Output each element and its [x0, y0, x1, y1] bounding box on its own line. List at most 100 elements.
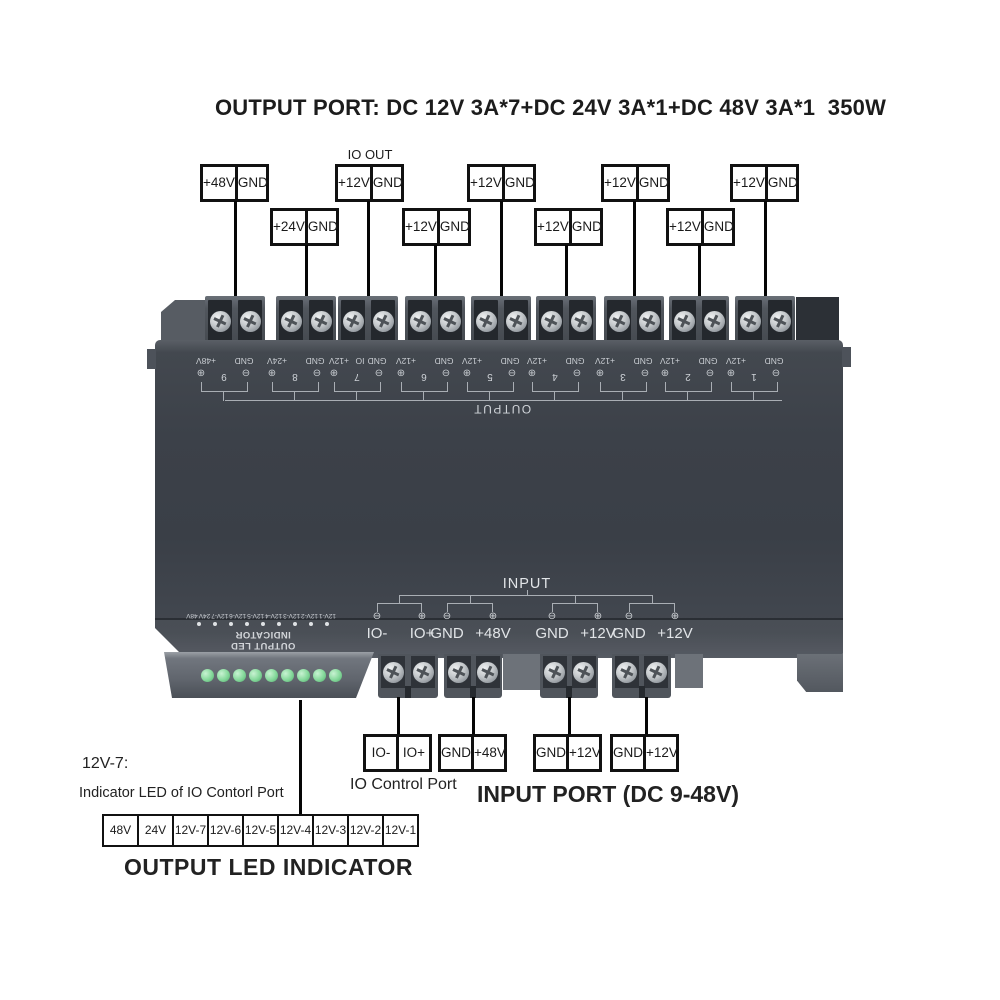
gnd-label: GND — [635, 167, 669, 199]
terminal-pos-label: +12V — [395, 356, 417, 366]
output-port-label-box: +24V GND — [270, 208, 339, 246]
input-stub — [527, 590, 528, 595]
terminal-pos-label: +12V — [725, 356, 747, 366]
screw-icon — [739, 310, 761, 332]
gnd-label: GND — [304, 211, 338, 243]
output-port-label-box: +48V GND — [200, 164, 269, 202]
bracket-line — [552, 603, 598, 612]
case-foot — [797, 654, 843, 692]
input-terminal-block — [612, 654, 671, 698]
bracket-line — [629, 603, 675, 612]
screw-icon — [382, 661, 404, 683]
bracket-line — [467, 382, 514, 392]
voltage-label: +12V — [537, 219, 569, 234]
led-dot-icon — [325, 622, 329, 626]
silkscreen-input-pair-48v: ⊖ ⊕ GND +48V — [430, 598, 511, 648]
plus-circle-icon: ⊕ — [527, 368, 537, 379]
green-led-icon — [265, 669, 278, 682]
plus-circle-icon: ⊕ — [267, 368, 277, 379]
voltage-label: +48V — [203, 175, 235, 190]
screw-icon — [239, 310, 261, 332]
green-led-icon — [217, 669, 230, 682]
gnd-label: GND — [501, 167, 535, 199]
plus-circle-icon: ⊕ — [488, 611, 498, 622]
input-drop — [575, 595, 576, 603]
led-dot-icon — [277, 622, 281, 626]
minus-circle-icon: ⊖ — [705, 368, 715, 379]
annotation-line — [633, 201, 636, 298]
terminal-number: 8 — [292, 371, 298, 382]
input-neg-label: GND — [430, 625, 464, 642]
voltage-label: +12V — [604, 175, 636, 190]
input-silkscreen-label: INPUT — [502, 576, 552, 592]
minus-circle-icon: ⊖ — [640, 368, 650, 379]
input-port-label-box: GND +48V — [438, 734, 507, 772]
green-led-icon — [329, 669, 342, 682]
annotation-line — [472, 697, 475, 734]
bracket-line — [731, 382, 778, 392]
bracket-stub — [554, 391, 555, 401]
bracket-line — [334, 382, 381, 392]
led-dot-icon — [245, 622, 249, 626]
silkscreen-output-terminal-5: +12V GND ⊕ 5 ⊖ — [454, 352, 526, 401]
page-title: OUTPUT PORT: DC 12V 3A*7+DC 24V 3A*1+DC … — [215, 95, 887, 120]
screw-icon — [372, 310, 394, 332]
table-cell: 12V-2 — [347, 816, 382, 845]
table-cell: 24V — [137, 816, 172, 845]
input-neg-label: GND — [612, 625, 646, 642]
input-port-label-box: GND +12V — [533, 734, 602, 772]
screw-icon — [209, 310, 231, 332]
green-led-icon — [233, 669, 246, 682]
bracket-line — [201, 382, 248, 392]
screw-icon — [280, 310, 302, 332]
green-led-icon — [297, 669, 310, 682]
screw-icon — [409, 310, 431, 332]
screw-icon — [616, 661, 638, 683]
screw-icon — [412, 661, 434, 683]
led-label: 12V-1 — [319, 612, 336, 619]
output-terminal-block — [604, 296, 664, 346]
gnd-label: GND — [613, 745, 643, 760]
bracket-stub — [423, 391, 424, 401]
bracket-line — [447, 603, 493, 612]
minus-circle-icon: ⊖ — [572, 368, 582, 379]
terminal-notch — [638, 686, 645, 698]
input-pos-label: +48V — [475, 625, 511, 642]
led-note-title: 12V-7: — [82, 755, 129, 772]
screw-icon — [570, 310, 592, 332]
table-cell: 12V-4 — [277, 816, 312, 845]
minus-circle-icon: ⊖ — [312, 368, 322, 379]
gnd-label: GND — [436, 211, 470, 243]
voltage-label: +12V — [669, 219, 701, 234]
gnd-label: GND — [369, 167, 403, 199]
screw-icon — [703, 310, 725, 332]
led-label: 12V-5 — [247, 612, 265, 619]
bracket-line — [272, 382, 319, 392]
screw-icon — [769, 310, 791, 332]
din-tab-left — [147, 349, 156, 369]
plus-circle-icon: ⊕ — [196, 368, 206, 379]
led-dot-icon — [229, 622, 233, 626]
terminal-number: 6 — [421, 371, 427, 382]
minus-circle-icon: ⊖ — [624, 611, 634, 622]
led-label: 48V — [186, 612, 198, 619]
annotation-line — [500, 201, 503, 298]
screw-icon — [645, 661, 667, 683]
green-led-icon — [201, 669, 214, 682]
terminal-number: 3 — [620, 371, 626, 382]
output-terminal-block — [338, 296, 398, 346]
table-cell: 12V-1 — [382, 816, 417, 845]
minus-circle-icon: ⊖ — [241, 368, 251, 379]
bracket-line — [532, 382, 579, 392]
device-body — [155, 340, 843, 658]
annotation-line — [645, 697, 648, 734]
led-indicator-table: 48V 24V 12V-7 12V-6 12V-5 12V-4 12V-3 12… — [102, 814, 419, 847]
led-strip-title: OUTPUT LED INDICATOR — [230, 629, 296, 651]
screw-icon — [448, 661, 469, 683]
annotation-line — [305, 245, 308, 298]
output-port-label-box: +12V GND — [730, 164, 799, 202]
annotation-line — [397, 697, 400, 734]
gnd-label: GND — [700, 211, 734, 243]
minus-circle-icon: ⊖ — [372, 611, 382, 622]
